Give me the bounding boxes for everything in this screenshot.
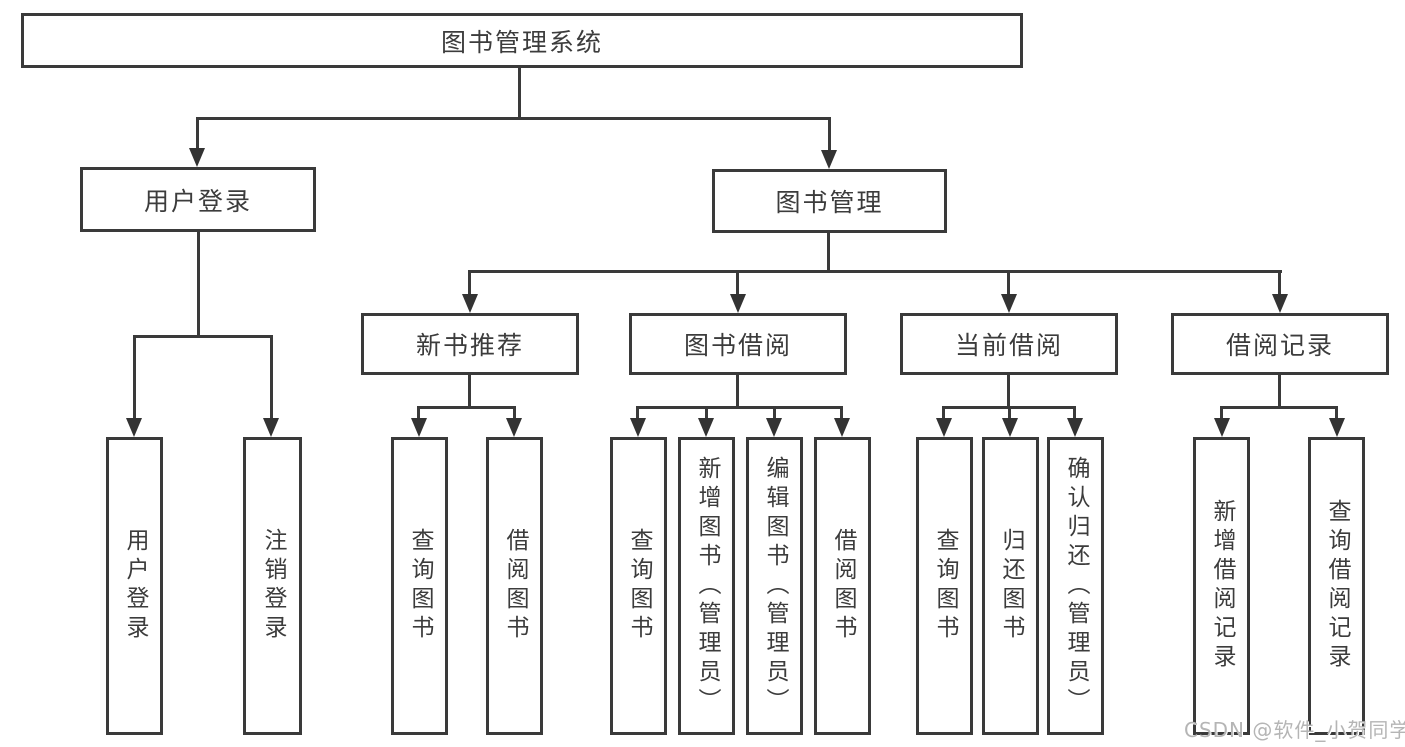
arrow-down-icon [730,294,746,313]
connector-line [468,270,471,296]
arrow-down-icon [766,418,782,437]
connector-line [518,68,521,117]
connector-line [827,233,830,270]
node-label: 查询图书 [626,528,652,644]
leaf-rec-borrow-books: 借阅图书 [486,437,543,735]
node-label: 用户登录 [143,186,252,216]
connector-line [270,335,273,419]
node-label: 注销登录 [260,528,286,644]
node-label: 借阅图书 [502,528,528,644]
leaf-rec-query-books: 查询图书 [391,437,448,735]
arrow-down-icon [1001,294,1017,313]
arrow-down-icon [1272,294,1288,313]
connector-line [636,406,639,420]
connector-line [1007,270,1010,296]
connector-line [513,406,516,420]
leaf-bb-add-books-admin: 新增图书（管理员） [678,437,735,735]
connector-line [840,406,843,420]
connector-line [942,406,945,420]
arrow-down-icon [698,418,714,437]
node-label: 图书借阅 [683,331,792,360]
connector-line [133,335,136,419]
connector-line [828,117,831,152]
connector-line [196,117,831,120]
leaf-logout: 注销登录 [243,437,302,735]
leaf-user-login: 用户登录 [106,437,163,735]
leaf-bb-query-books: 查询图书 [610,437,667,735]
leaf-cb-query-books: 查询图书 [916,437,973,735]
node-label: 查询图书 [932,528,958,644]
arrow-down-icon [263,418,279,437]
csdn-watermark: CSDN @软件_小贺同学 [1184,718,1405,742]
connector-line [736,375,739,406]
node-new-book-recommend: 新书推荐 [361,313,579,375]
node-label: 新增借阅记录 [1209,499,1235,673]
connector-line [1073,406,1076,420]
node-book-borrowing: 图书借阅 [629,313,847,375]
leaf-bb-borrow-books: 借阅图书 [814,437,871,735]
leaf-cb-return-books: 归还图书 [982,437,1039,735]
leaf-cb-confirm-return-admin: 确认归还（管理员） [1047,437,1104,735]
node-borrow-records: 借阅记录 [1171,313,1389,375]
connector-line [1007,375,1010,406]
leaf-br-add-record: 新增借阅记录 [1193,437,1250,735]
node-label: 用户登录 [122,528,148,644]
connector-line [1278,270,1281,296]
leaf-br-query-record: 查询借阅记录 [1308,437,1365,735]
arrow-down-icon [506,418,522,437]
connector-line [705,406,708,420]
arrow-down-icon [1002,418,1018,437]
connector-line [417,406,516,409]
arrow-down-icon [411,418,427,437]
connector-line [196,117,199,150]
connector-line [1220,406,1223,420]
node-label: 图书管理系统 [440,27,603,57]
node-label: 归还图书 [998,528,1024,644]
node-user-login: 用户登录 [80,167,316,232]
arrow-down-icon [1329,418,1345,437]
connector-line [1335,406,1338,420]
node-label: 查询借阅记录 [1324,499,1350,673]
node-root-library-system: 图书管理系统 [21,13,1023,68]
node-label: 编辑图书（管理员） [762,455,788,717]
arrow-down-icon [821,150,837,169]
node-label: 借阅记录 [1225,331,1334,360]
node-current-borrowing: 当前借阅 [900,313,1118,375]
connector-line [468,375,471,406]
node-label: 新书推荐 [415,331,524,360]
arrow-down-icon [1214,418,1230,437]
node-label: 当前借阅 [954,331,1063,360]
connector-line [468,270,1282,273]
node-label: 查询图书 [407,528,433,644]
node-label: 借阅图书 [830,528,856,644]
connector-line [197,232,200,335]
arrow-down-icon [189,148,205,167]
arrow-down-icon [834,418,850,437]
node-label: 确认归还（管理员） [1063,455,1089,717]
leaf-bb-edit-books-admin: 编辑图书（管理员） [746,437,803,735]
arrow-down-icon [936,418,952,437]
connector-line [1278,375,1281,406]
node-book-management: 图书管理 [712,169,947,233]
node-label: 新增图书（管理员） [694,455,720,717]
node-label: 图书管理 [775,188,884,217]
connector-line [133,335,273,338]
connector-line [1220,406,1337,409]
connector-line [773,406,776,420]
arrow-down-icon [462,294,478,313]
connector-line [636,406,843,409]
connector-line [1008,406,1011,420]
arrow-down-icon [1067,418,1083,437]
arrow-down-icon [630,418,646,437]
arrow-down-icon [126,418,142,437]
connector-line [736,270,739,296]
connector-line [417,406,420,420]
